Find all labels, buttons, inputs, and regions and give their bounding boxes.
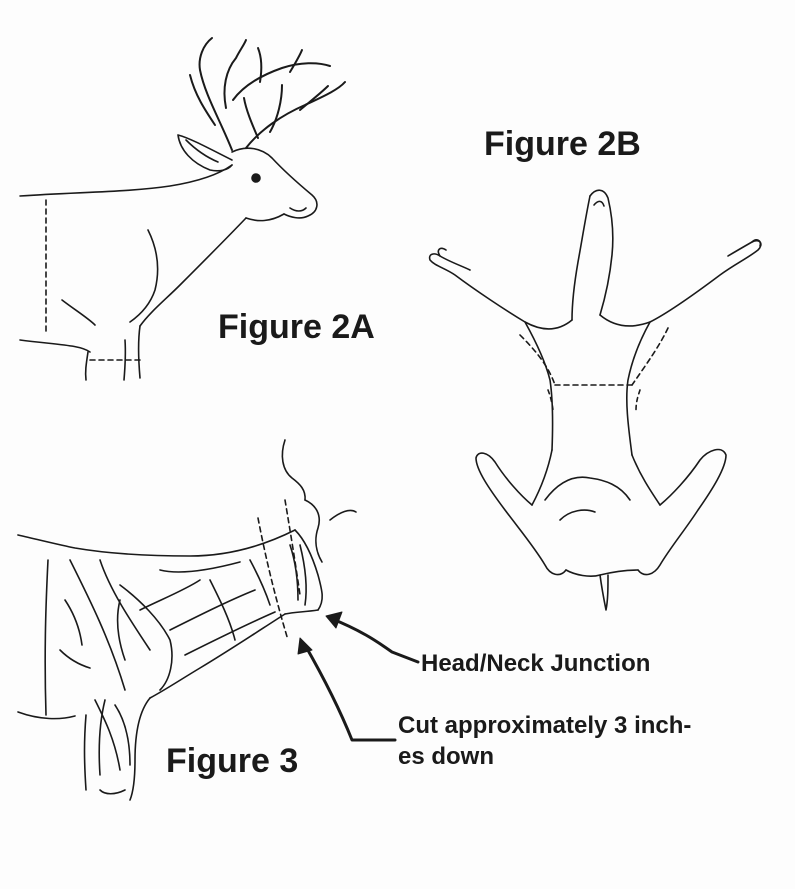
- cut-instruction-callout: Cut approximately 3 inch- es down: [398, 710, 768, 772]
- head-neck-junction-callout: Head/Neck Junction: [421, 650, 651, 677]
- antlers: [189, 37, 346, 151]
- neck-muscle-figure: [17, 439, 420, 801]
- cut-instruction-line-1: Cut approximately 3 inch-: [398, 712, 692, 739]
- figure-3-label: Figure 3: [166, 742, 299, 780]
- figure-2b-label: Figure 2B: [484, 125, 641, 163]
- figure-2a-label: Figure 2A: [218, 308, 375, 346]
- cut-instruction-line-2: es down: [398, 743, 495, 770]
- carcass-top-view-figure: [428, 189, 762, 611]
- deer-standing-figure: [19, 37, 346, 381]
